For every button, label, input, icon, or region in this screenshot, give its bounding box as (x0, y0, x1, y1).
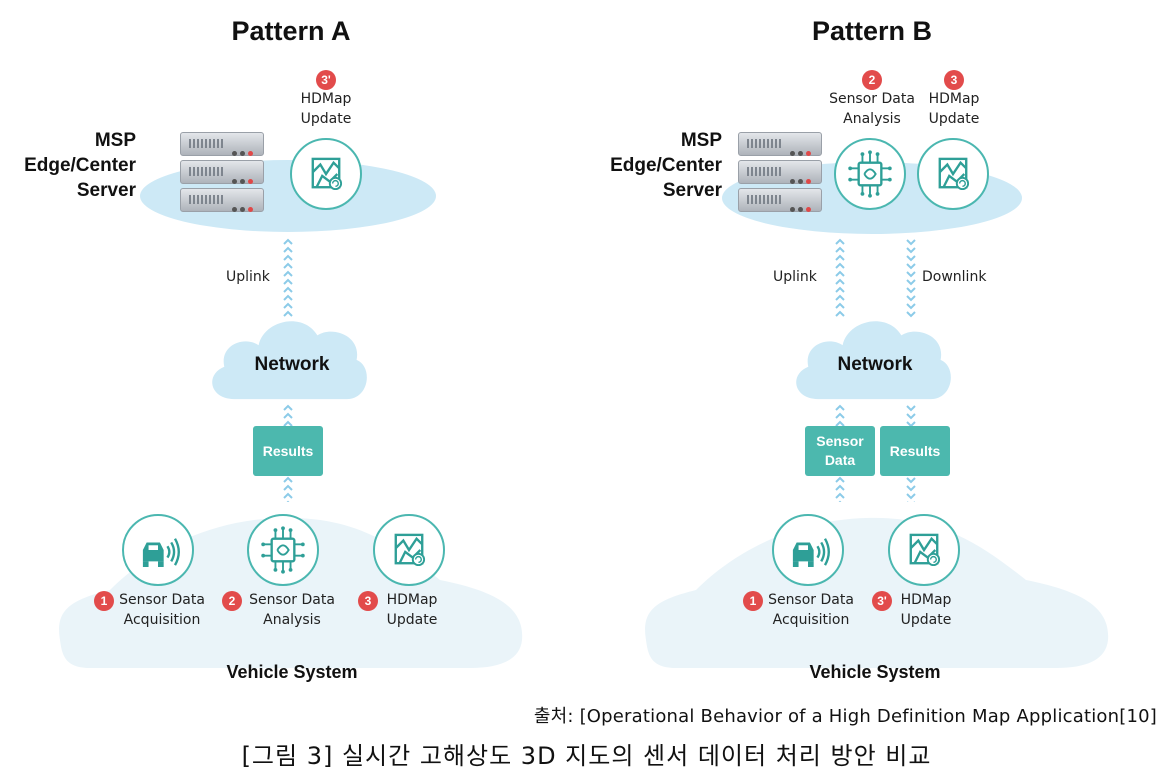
uplink-line-b-bottom (835, 476, 845, 502)
vehicle-step-badge-b-2: 3' (872, 591, 892, 611)
chip-brain-icon (834, 138, 906, 210)
vehicle-step-label-a-2: Sensor Data Analysis (249, 592, 335, 628)
vehicle-step-label-a-3: HDMap Update (386, 592, 438, 628)
vehicle-body-b (645, 517, 1109, 668)
server-label-a: MSP Edge/Center Server (24, 130, 136, 201)
car-sensor-icon (122, 514, 194, 586)
uplink-line-a-lower (283, 404, 293, 426)
hdmap-icon (888, 514, 960, 586)
server-step-label-a: HDMap Update (300, 91, 352, 127)
hdmap-icon (290, 138, 362, 210)
downlink-line-b (906, 238, 916, 318)
uplink-line-a-bottom (283, 476, 293, 502)
server-step-label-b-2: HDMap Update (928, 91, 980, 127)
network-label-a: Network (254, 354, 330, 375)
server-step-badge-a: 3' (316, 70, 336, 90)
sensor-data-box-b: Sensor Data (805, 426, 875, 476)
downlink-line-b-lower (906, 404, 916, 426)
pattern-a-title: Pattern A (231, 16, 351, 46)
server-icon (180, 132, 264, 216)
vehicle-step-label-b-1: Sensor Data Acquisition (768, 592, 854, 628)
uplink-line-b (835, 238, 845, 318)
vehicle-label-b: Vehicle System (809, 662, 941, 682)
figure-caption: [그림 3] 실시간 고해상도 3D 지도의 센서 데이터 처리 방안 비교 (241, 742, 932, 770)
uplink-label-b: Uplink (773, 269, 817, 285)
uplink-label-a: Uplink (226, 269, 270, 285)
vehicle-step-badge-b-1: 1 (743, 591, 763, 611)
results-box-b: Results (880, 426, 950, 476)
uplink-line-b-lower (835, 404, 845, 426)
server-step-badge-b-2: 3 (944, 70, 964, 90)
vehicle-step-badge-a-1: 1 (94, 591, 114, 611)
server-icon (738, 132, 822, 216)
hdmap-icon (373, 514, 445, 586)
downlink-line-b-bottom (906, 476, 916, 502)
pattern-b-title: Pattern B (811, 16, 933, 46)
results-box-a: Results (253, 426, 323, 476)
source-citation: 출처: [Operational Behavior of a High Defi… (533, 706, 1157, 727)
vehicle-step-label-b-2: HDMap Update (900, 592, 952, 628)
server-label-b: MSP Edge/Center Server (610, 130, 722, 201)
vehicle-step-badge-a-3: 3 (358, 591, 378, 611)
server-step-label-b-1: Sensor Data Analysis (829, 91, 915, 127)
car-sensor-icon (772, 514, 844, 586)
hdmap-icon (917, 138, 989, 210)
vehicle-step-badge-a-2: 2 (222, 591, 242, 611)
downlink-label-b: Downlink (922, 269, 987, 285)
vehicle-label-a: Vehicle System (226, 662, 358, 682)
uplink-line-a (283, 238, 293, 318)
network-label-b: Network (837, 354, 913, 375)
vehicle-step-label-a-1: Sensor Data Acquisition (119, 592, 205, 628)
chip-brain-icon (247, 514, 319, 586)
server-step-badge-b-1: 2 (862, 70, 882, 90)
